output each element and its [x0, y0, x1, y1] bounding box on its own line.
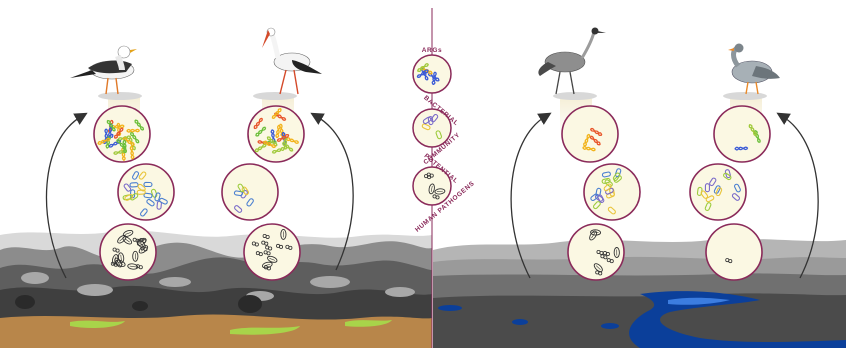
gull-pathogens-circle: [100, 224, 156, 280]
crane-pathogens-circle: [568, 224, 624, 280]
legend-args-label: ARGs: [422, 47, 442, 54]
wetland-scene: [433, 239, 846, 348]
stork-args-circle: [248, 106, 304, 162]
common-crane-icon: [538, 28, 606, 95]
crane-args-circle: [562, 106, 618, 162]
crane-bacteria-circle: [584, 164, 640, 220]
gull-icon: [70, 46, 137, 94]
goose-pathogens-circle: [706, 224, 762, 280]
goose-bacteria-circle: [690, 164, 746, 220]
goose-args-circle: [714, 106, 770, 162]
legend: ARGs BACTERIAL COMMUNITY POTENTIAL HUMAN…: [413, 47, 476, 234]
gull-bacteria-circle: [118, 164, 174, 220]
gull-args-circle: [94, 106, 150, 162]
stork-bacteria-circle: [222, 164, 278, 220]
stork-pathogens-circle: [244, 224, 300, 280]
landfill-scene: [0, 230, 432, 348]
greylag-goose-icon: [728, 44, 780, 95]
white-stork-icon: [262, 28, 322, 94]
